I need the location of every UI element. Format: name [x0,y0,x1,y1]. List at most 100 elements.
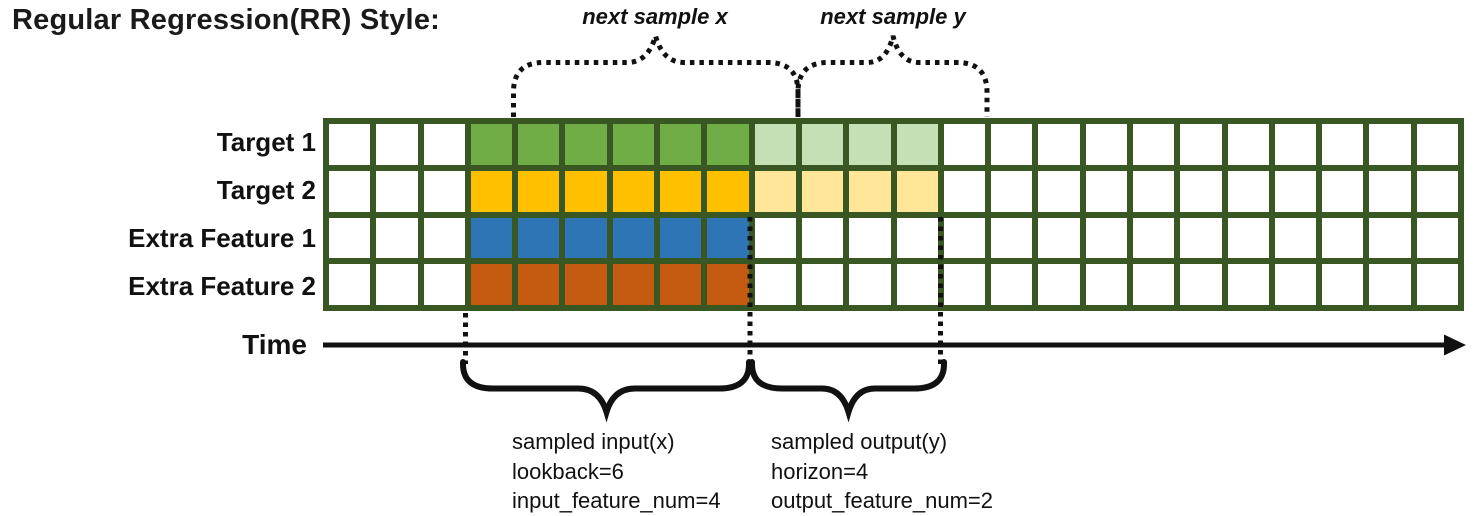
grid-cell [991,264,1033,305]
grid-cell [1227,124,1269,165]
lookback-value: lookback=6 [512,458,624,484]
next-sample-x-brace [511,26,801,117]
input-feature-num-value: input_feature_num=4 [512,488,721,513]
grid-cell [1038,124,1080,165]
grid-cell [329,170,371,212]
grid-cell [801,217,844,259]
grid-cell [1180,217,1222,259]
grid-cell [565,170,607,212]
grid-cell [1038,217,1080,259]
sampled-input-brace [460,359,752,423]
grid-cell [518,124,560,165]
grid-cell [849,264,891,305]
grid-cell [1085,217,1127,259]
grid-cell [849,124,891,165]
grid-cell [1132,124,1175,165]
grid-cell [470,170,513,212]
grid-cell [1132,217,1175,259]
grid-cell [1274,217,1317,259]
grid-cell [1227,170,1269,212]
grid-cell [1038,170,1080,212]
grid-cell [518,217,560,259]
row-label-extra-feature-2: Extra Feature 2 [128,271,316,301]
grid-cell [1085,170,1127,212]
time-axis-arrow [323,334,1466,356]
diagram-title: Regular Regression(RR) Style: [12,4,440,36]
time-axis-label: Time [242,329,307,360]
grid-cell [565,217,607,259]
grid-cell [849,217,891,259]
grid-cell [660,217,702,259]
grid-cell [1274,124,1317,165]
grid-cell [376,170,418,212]
grid-cell [801,170,844,212]
timestep-grid [323,118,1464,311]
output-feature-num-value: output_feature_num=2 [771,488,994,513]
grid-cell [1369,170,1411,212]
sampled-output-info: sampled output(y) horizon=4 output_featu… [771,427,993,516]
grid-cell [1227,217,1269,259]
grid-cell [376,124,418,165]
grid-cell [660,264,702,305]
grid-cell [1132,264,1175,305]
grid-cell [1322,170,1364,212]
grid-cell [660,124,702,165]
grid-cell [423,170,465,212]
grid-cell [754,124,796,165]
grid-cell [801,124,844,165]
next-sample-y-brace [795,35,990,117]
grid-cell [754,170,796,212]
grid-cell [329,217,371,259]
grid-cell [991,217,1033,259]
sampled-input-title: sampled input(x) [512,429,675,454]
grid-cell [376,217,418,259]
grid-cell [896,217,938,259]
grid-cell [612,217,655,259]
grid-cell [801,264,844,305]
grid-cell [849,170,891,212]
grid-cell [660,170,702,212]
grid-cell [518,170,560,212]
grid-cell [1369,264,1411,305]
grid-cell [1322,264,1364,305]
grid-cell [612,170,655,212]
grid-cell [470,124,513,165]
grid-cell [943,170,986,212]
row-label-target-1: Target 1 [216,127,316,157]
grid-cell [1085,264,1127,305]
grid-cell [1416,170,1458,212]
grid-cell [376,264,418,305]
grid-cell [707,264,749,305]
next-sample-x-label: next sample x [582,4,728,29]
grid-cell [1132,170,1175,212]
grid-cell [991,124,1033,165]
grid-cell [1416,217,1458,259]
sampled-output-title: sampled output(y) [771,429,948,454]
grid-cell [1322,217,1364,259]
row-label-target-2: Target 2 [216,175,316,205]
grid-cell [896,264,938,305]
grid-cell [565,264,607,305]
grid-cell [943,264,986,305]
grid-cell [943,124,986,165]
grid-cell [470,217,513,259]
grid-cell [329,264,371,305]
grid-cell [612,264,655,305]
next-sample-y-label: next sample y [820,4,966,29]
sampled-output-brace [749,359,947,423]
grid-cell [1322,124,1364,165]
grid-cell [1274,170,1317,212]
horizon-value: horizon=4 [771,458,869,484]
grid-cell [1038,264,1080,305]
grid-cell [707,124,749,165]
grid-cell [470,264,513,305]
grid-cell [1085,124,1127,165]
grid-cell [612,124,655,165]
grid-cell [1369,217,1411,259]
grid-cell [565,124,607,165]
grid-cell [754,217,796,259]
grid-cell [1227,264,1269,305]
grid-cell [1274,264,1317,305]
grid-cell [707,170,749,212]
